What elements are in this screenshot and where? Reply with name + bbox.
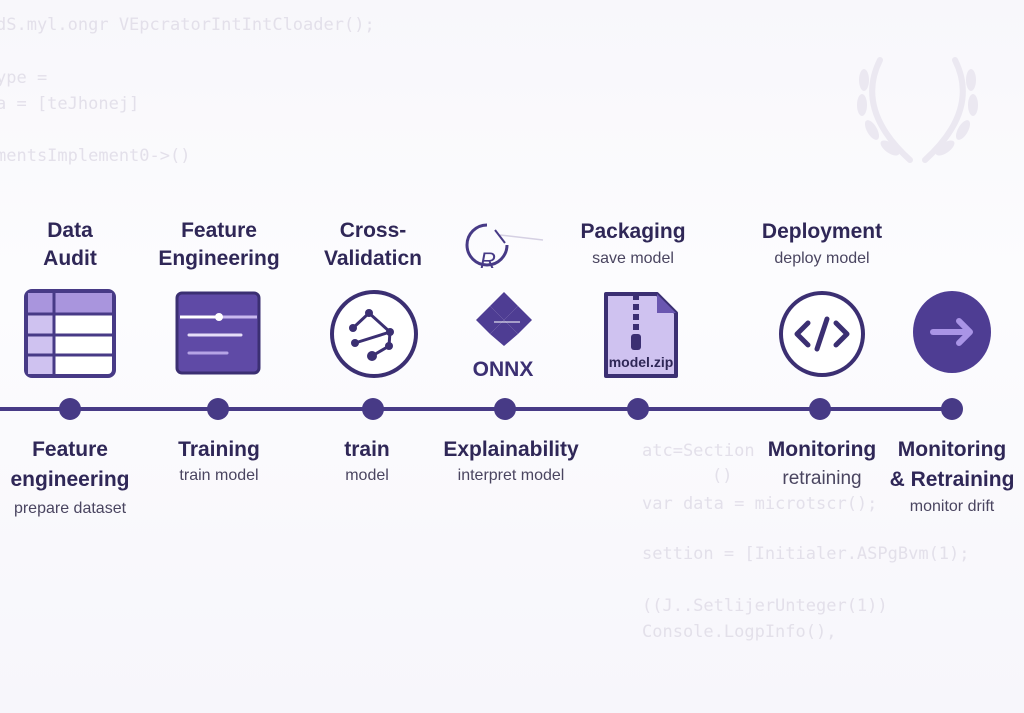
bg-code-line: ()	[712, 466, 733, 486]
step-title: Monitoring	[897, 438, 1007, 461]
step-train: train model	[344, 435, 390, 487]
zip-label: model.zip	[609, 354, 674, 370]
next-arrow-button[interactable]	[911, 289, 993, 375]
laurel-wreath-icon	[857, 57, 978, 163]
bg-code-line: var data = microtscr();	[642, 494, 878, 514]
timeline-node	[362, 398, 384, 420]
step-title: Cross-	[339, 219, 407, 242]
timeline-node	[941, 398, 963, 420]
step-title: Engineering	[158, 247, 280, 270]
step-subtitle: deploy model	[774, 250, 870, 267]
step-subtitle: monitor drift	[909, 498, 995, 515]
zip-file-icon: model.zip	[604, 292, 678, 378]
bg-code-line: ((J..SetlijerUnteger(1))	[642, 596, 888, 616]
bg-code-line: ype =	[0, 68, 48, 88]
cross-validation-graph-icon	[330, 290, 418, 378]
timeline-node	[494, 398, 516, 420]
step-title: engineering	[10, 468, 130, 491]
step-title: Packaging	[580, 220, 686, 243]
bg-code-line: mentsImplement0->()	[0, 146, 191, 166]
step-title: Feature	[181, 219, 257, 242]
r-logo-icon: R	[465, 223, 544, 273]
step-title: train	[344, 438, 390, 461]
step-title: Training	[178, 438, 260, 461]
step-title: & Retraining	[889, 468, 1015, 491]
step-monitoring: Monitoring retraining	[768, 435, 876, 493]
timeline-node	[809, 398, 831, 420]
step-feature-engineering: Feature Engineering	[158, 217, 279, 273]
step-title: Audit	[43, 247, 97, 270]
step-subtitle: save model	[592, 250, 674, 267]
code-icon	[779, 291, 865, 377]
step-monitoring-retraining: Monitoring & Retraining monitor drift	[890, 435, 1015, 518]
table-icon	[24, 289, 116, 378]
step-title: Explainability	[443, 438, 579, 461]
step-subtitle: train model	[179, 467, 259, 484]
bg-code-line: a = [teJhonej]	[0, 94, 140, 114]
r-letter: R	[480, 248, 496, 273]
onnx-logo-icon	[476, 292, 532, 346]
bg-code-line: atc=Section	[642, 441, 755, 461]
step-title: Data	[47, 219, 93, 242]
step-title: Feature	[32, 438, 108, 461]
step-subtitle: retraining	[782, 468, 862, 489]
step-data-audit: Data Audit	[43, 217, 97, 273]
bg-code-line: settion = [Initialer.ASPgBvm(1);	[642, 544, 970, 564]
step-cross-validation: Cross- Validaticn	[324, 217, 422, 273]
step-training: Training train model	[178, 435, 260, 487]
step-explainability: Explainability interpret model	[443, 435, 578, 487]
bg-code-line: dS.myl.ongr VEpcratorIntIntCloader();	[0, 15, 375, 35]
step-deployment: Deployment deploy model	[762, 218, 882, 270]
step-title: Deployment	[761, 220, 883, 243]
bg-code-line: Console.LogpInfo(),	[642, 622, 837, 642]
timeline-node	[207, 398, 229, 420]
onnx-label: ONNX	[472, 358, 534, 381]
step-feature-engineering-bottom: Feature engineering prepare dataset	[10, 435, 129, 520]
step-title: Validaticn	[323, 247, 423, 270]
step-subtitle: model	[345, 467, 389, 484]
step-subtitle: prepare dataset	[13, 500, 127, 517]
step-subtitle: interpret model	[457, 467, 565, 484]
step-title: Monitoring	[767, 438, 877, 461]
timeline-node	[59, 398, 81, 420]
feature-sliders-icon	[175, 291, 261, 375]
timeline-node	[627, 398, 649, 420]
timeline-line	[0, 407, 958, 411]
step-packaging: Packaging save model	[580, 218, 685, 270]
